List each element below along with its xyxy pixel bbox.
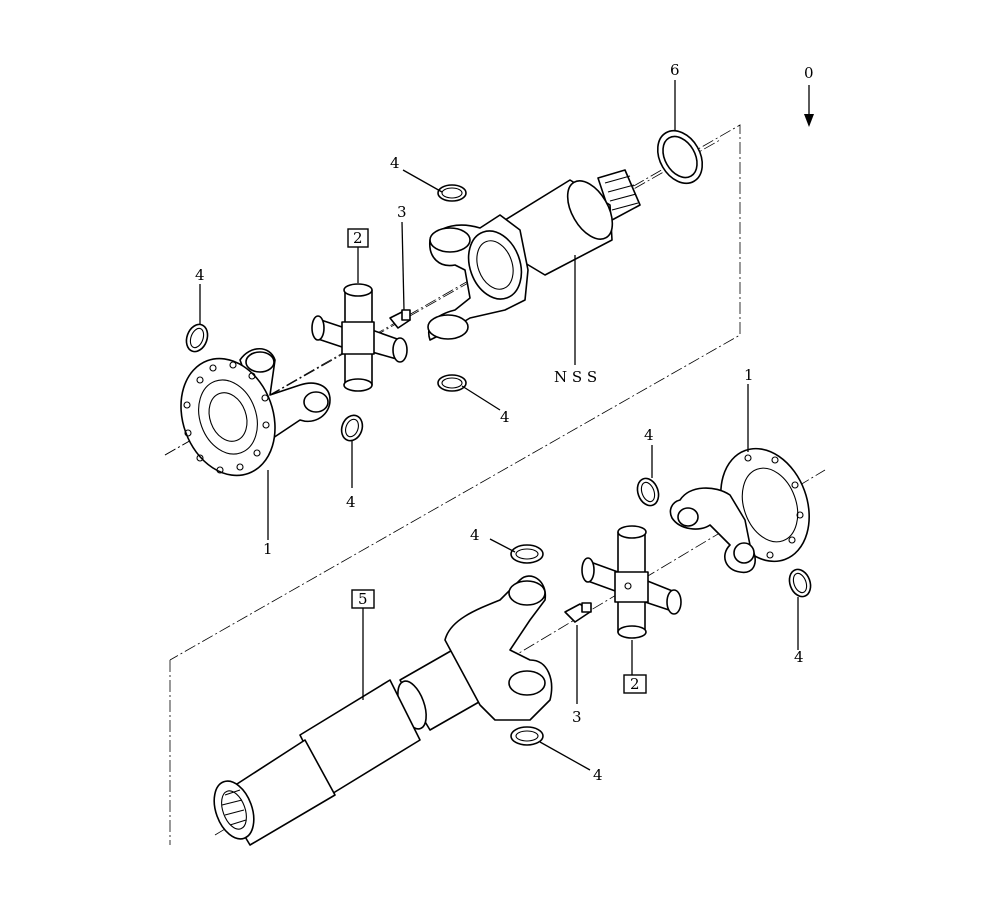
- circlip-upper-center: [437, 184, 467, 202]
- leader-lines: [199, 80, 799, 771]
- grease-fitting-upper: [389, 309, 411, 329]
- callout-4-left-below: 4: [346, 493, 356, 511]
- circlip-lower-bottom: [510, 726, 544, 746]
- callout-2-top: 2: [353, 229, 363, 247]
- callout-6: 6: [670, 61, 680, 79]
- callout-4-mid-center: 4: [500, 408, 510, 426]
- callout-5-box: [351, 589, 375, 609]
- circlip-upper-left: [185, 323, 209, 353]
- callout-2-bottom-box: [623, 674, 647, 694]
- orientation-arrow: [804, 85, 814, 127]
- callout-1-right: 1: [744, 366, 754, 384]
- circlip-right-upper: [636, 477, 660, 507]
- circlip-right-lower: [788, 568, 812, 598]
- cross-journal-upper: [311, 283, 408, 392]
- callout-1-left: 1: [263, 540, 273, 558]
- flange-yoke-right: [669, 447, 810, 574]
- circlip-upper-mid: [437, 374, 467, 392]
- callout-labels: 0 6 4 3 2 4 N S S 4 4 1 1 4 4 5 2 3 4 4: [195, 61, 814, 784]
- callout-4-top-center: 4: [390, 154, 400, 172]
- callout-3-top: 3: [397, 203, 407, 221]
- callout-4-lower-center: 4: [470, 526, 480, 544]
- splined-shaft-yoke-upper: [427, 169, 641, 341]
- callout-2-top-box: [347, 228, 369, 248]
- assembly-boundary-upper: [164, 124, 741, 661]
- callout-5: 5: [358, 590, 368, 608]
- callout-4-top-left: 4: [195, 266, 205, 284]
- callout-4-bottom: 4: [593, 766, 603, 784]
- circlip-lower-top: [510, 544, 544, 564]
- callout-4-right-upper: 4: [644, 426, 654, 444]
- grease-fitting-lower: [564, 602, 592, 623]
- callout-3-bottom: 3: [572, 708, 582, 726]
- callout-nss: N S S: [554, 368, 597, 386]
- callout-2-bottom: 2: [630, 675, 640, 693]
- center-axis-lower: [214, 469, 826, 836]
- cross-journal-lower: [581, 525, 682, 639]
- slip-yoke-tube-lower: [213, 575, 553, 846]
- callout-0: 0: [804, 64, 814, 82]
- flange-yoke-left: [180, 347, 331, 477]
- callout-4-right-lower: 4: [794, 648, 804, 666]
- seal-ring-6: [656, 129, 704, 185]
- circlip-left-below: [340, 414, 364, 442]
